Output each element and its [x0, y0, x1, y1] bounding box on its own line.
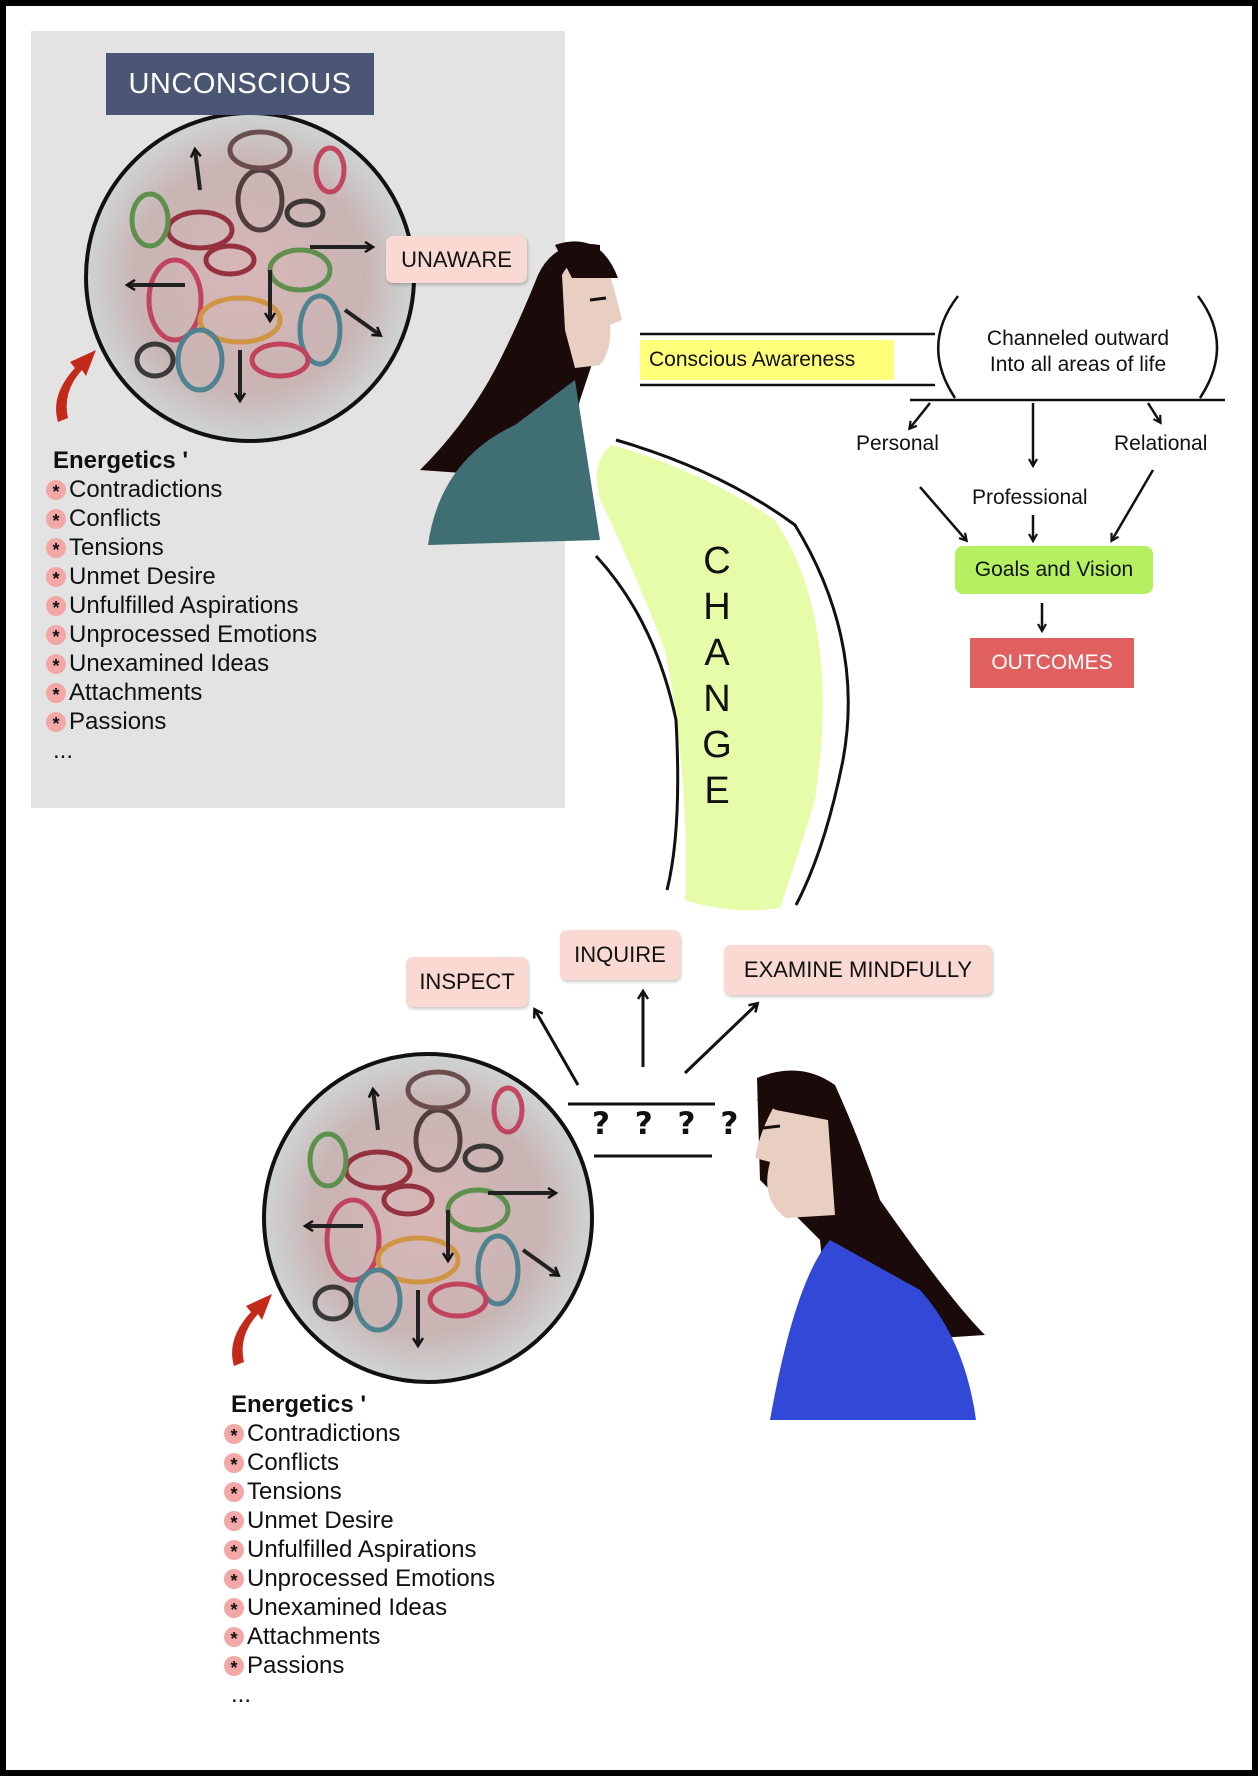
inspect-box: INSPECT — [406, 957, 528, 1007]
top-person — [420, 241, 622, 545]
list-item: *Contradictions — [224, 1419, 495, 1448]
asterisk-icon: * — [224, 1423, 244, 1446]
relational-label: Relational — [1114, 432, 1208, 455]
list-item: *Tensions — [46, 533, 317, 562]
top-unconscious-orb — [84, 111, 416, 443]
list-ellipsis: ... — [231, 1681, 252, 1708]
unaware-box: UNAWARE — [386, 236, 527, 283]
list-item: *Passions — [224, 1651, 495, 1680]
list-item: *Unfulfilled Aspirations — [46, 591, 317, 620]
asterisk-icon: * — [46, 682, 66, 705]
list-item: *Tensions — [224, 1477, 495, 1506]
personal-label: Personal — [856, 432, 939, 455]
asterisk-icon: * — [46, 479, 66, 502]
asterisk-icon: * — [224, 1597, 244, 1620]
bottom-person — [755, 1070, 985, 1420]
asterisk-icon: * — [224, 1539, 244, 1562]
goals-and-vision-box: Goals and Vision — [955, 546, 1153, 594]
list-item: *Unmet Desire — [224, 1506, 495, 1535]
question-marks: ? ? ? ? — [592, 1106, 746, 1142]
examine-mindfully-box: EXAMINE MINDFULLY — [724, 945, 992, 995]
channeled-outward-text: Channeled outward Into all areas of life — [986, 327, 1170, 376]
inquire-box: INQUIRE — [560, 930, 680, 980]
list-item: *Unexamined Ideas — [46, 649, 317, 678]
bottom-energetics-list: Energetics ' *Contradictions *Conflicts … — [224, 1390, 495, 1709]
conscious-awareness-label: Conscious Awareness — [640, 340, 894, 380]
list-item: *Contradictions — [46, 475, 317, 504]
outcomes-box: OUTCOMES — [970, 638, 1134, 688]
list-item: *Unexamined Ideas — [224, 1593, 495, 1622]
asterisk-icon: * — [224, 1510, 244, 1533]
asterisk-icon: * — [46, 653, 66, 676]
unconscious-label: UNCONSCIOUS — [106, 53, 374, 115]
change-label: C H A N G E — [702, 540, 732, 812]
list-item: *Conflicts — [224, 1448, 495, 1477]
professional-label: Professional — [972, 486, 1088, 509]
list-item: *Unprocessed Emotions — [46, 620, 317, 649]
top-energetics-list: Energetics ' *Contradictions *Conflicts … — [46, 446, 317, 765]
asterisk-icon: * — [46, 711, 66, 734]
asterisk-icon: * — [46, 508, 66, 531]
energetics-title: Energetics ' — [53, 447, 189, 474]
list-item: *Unfulfilled Aspirations — [224, 1535, 495, 1564]
asterisk-icon: * — [46, 624, 66, 647]
list-item: *Passions — [46, 707, 317, 736]
top-red-arrow — [56, 350, 96, 422]
change-blob — [594, 438, 850, 911]
list-item: *Attachments — [46, 678, 317, 707]
asterisk-icon: * — [224, 1626, 244, 1649]
list-item: *Unmet Desire — [46, 562, 317, 591]
asterisk-icon: * — [224, 1655, 244, 1678]
asterisk-icon: * — [224, 1452, 244, 1475]
bottom-unconscious-orb — [262, 1052, 594, 1384]
list-ellipsis: ... — [53, 737, 74, 764]
asterisk-icon: * — [46, 537, 66, 560]
asterisk-icon: * — [46, 595, 66, 618]
list-item: *Conflicts — [46, 504, 317, 533]
energetics-title: Energetics ' — [231, 1391, 367, 1418]
list-item: *Attachments — [224, 1622, 495, 1651]
asterisk-icon: * — [224, 1481, 244, 1504]
list-item: *Unprocessed Emotions — [224, 1564, 495, 1593]
asterisk-icon: * — [46, 566, 66, 589]
bottom-red-arrow — [232, 1294, 272, 1366]
asterisk-icon: * — [224, 1568, 244, 1591]
